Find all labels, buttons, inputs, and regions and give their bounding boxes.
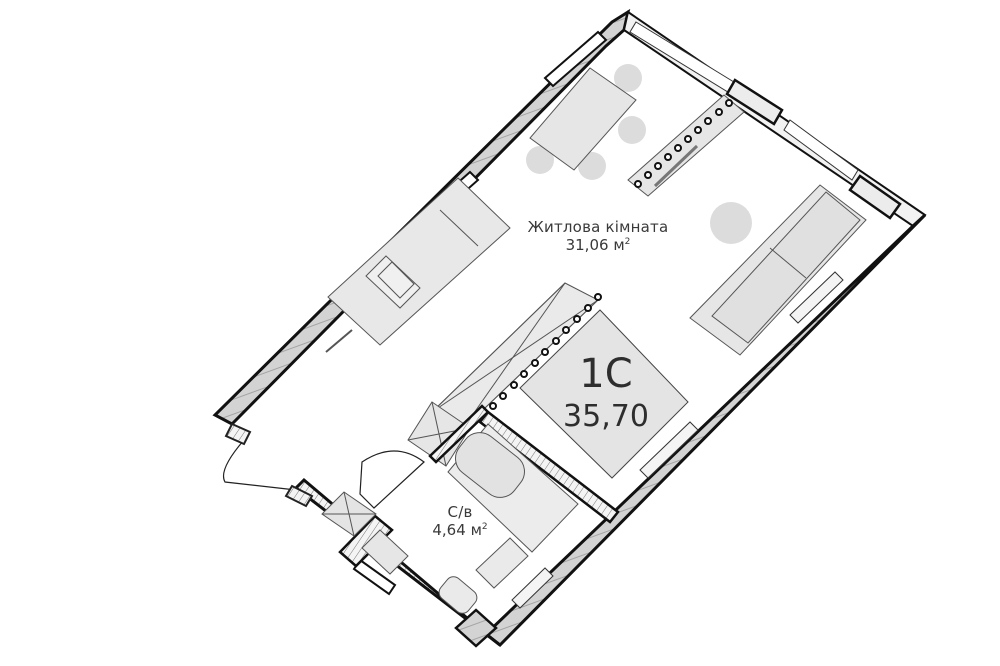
sofa xyxy=(689,184,867,356)
room-area-living: 31,06 м2 xyxy=(508,236,688,254)
bathroom-walls xyxy=(338,404,620,568)
room-area-living-sup: 2 xyxy=(624,237,631,247)
wall-pier-top xyxy=(725,78,784,126)
room-area-bathroom-unit: м xyxy=(470,521,482,539)
room-area-living-value: 31,06 xyxy=(565,236,609,254)
unit-total-area: 35,70 xyxy=(563,399,649,434)
washing-machine xyxy=(321,491,377,537)
room-area-bathroom-value: 4,64 xyxy=(432,521,466,539)
toilet xyxy=(438,576,478,614)
window-right-2 xyxy=(639,421,699,479)
sink xyxy=(475,537,529,589)
round-stool xyxy=(710,202,752,244)
room-area-bathroom: 4,64 м2 xyxy=(420,521,500,539)
room-name-bathroom: С/в xyxy=(447,503,473,521)
window-top-right-2 xyxy=(783,119,859,181)
window-right-3 xyxy=(511,567,554,609)
room-name-living: Житлова кімната xyxy=(527,218,669,236)
bathroom-door xyxy=(359,450,425,509)
closet xyxy=(489,293,689,479)
unit-type: 1С xyxy=(579,351,633,397)
window-left-1 xyxy=(543,30,608,88)
kitchen-counter xyxy=(325,177,511,353)
room-label-living: Житлова кімната 31,06 м2 xyxy=(508,218,688,254)
room-area-living-unit: м xyxy=(613,236,625,254)
room-label-bathroom: С/в 4,64 м2 xyxy=(420,503,500,539)
shelf-rack xyxy=(627,94,745,197)
bathtub xyxy=(447,423,579,553)
dining-set xyxy=(526,64,646,180)
bed xyxy=(407,282,599,467)
bath-cabinet xyxy=(361,529,409,575)
window-right-1 xyxy=(789,271,844,324)
unit-badge: 1С 35,70 xyxy=(546,354,666,432)
wall-bottom-corner xyxy=(454,608,498,648)
entrance-door xyxy=(222,422,314,508)
room-area-bathroom-sup: 2 xyxy=(481,522,488,532)
wall-pier-right xyxy=(848,174,902,220)
